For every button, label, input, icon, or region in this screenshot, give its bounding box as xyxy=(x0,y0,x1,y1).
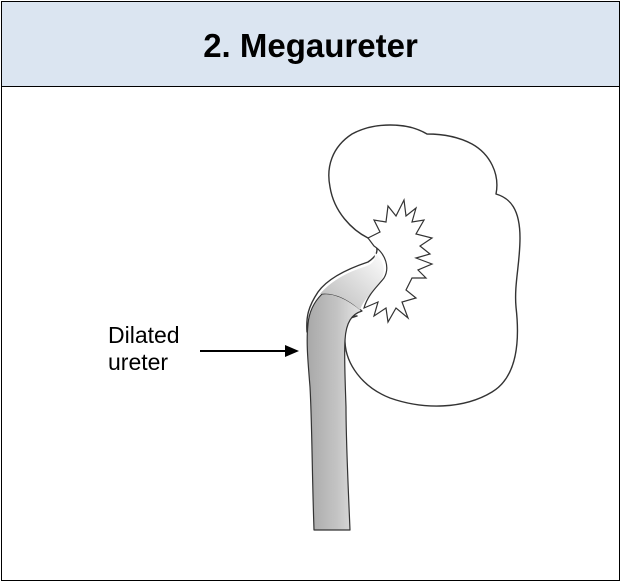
figure-title: 2. Megaureter xyxy=(203,27,418,65)
callout-arrowhead xyxy=(285,345,299,357)
callout-label: Dilated ureter xyxy=(108,322,180,376)
title-bar: 2. Megaureter xyxy=(2,2,619,87)
callout-label-line2: ureter xyxy=(108,349,180,376)
kidney-diagram xyxy=(2,87,619,580)
callout-label-line1: Dilated xyxy=(108,322,180,349)
